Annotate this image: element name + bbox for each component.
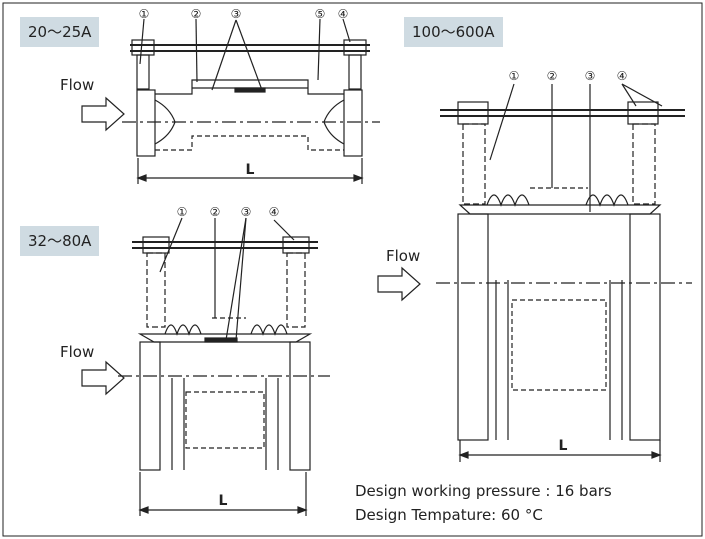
length-label-large: L bbox=[559, 438, 568, 454]
bolt-post-right bbox=[348, 54, 362, 90]
callout-2-small: ② bbox=[191, 7, 202, 21]
bolt-post-left bbox=[146, 252, 166, 328]
bolt-post-right bbox=[286, 252, 306, 328]
nut-left bbox=[457, 101, 489, 125]
drawing-100-600a bbox=[436, 83, 692, 462]
bolt-post-left bbox=[462, 123, 486, 205]
bellows-top bbox=[164, 324, 288, 336]
callout-2-large: ② bbox=[547, 69, 558, 83]
flange-left bbox=[457, 213, 489, 441]
nut-right bbox=[627, 101, 659, 125]
drawing-20-25a bbox=[122, 18, 380, 184]
flow-arrow-1 bbox=[81, 96, 125, 132]
callout-3-large: ③ bbox=[585, 69, 596, 83]
flow-arrow-2 bbox=[81, 360, 125, 396]
callout-1-mid: ① bbox=[177, 205, 188, 219]
length-label-mid: L bbox=[219, 493, 228, 509]
callout-4-large: ④ bbox=[617, 69, 628, 83]
nut-right bbox=[282, 236, 310, 254]
callout-2-mid: ② bbox=[210, 205, 221, 219]
callout-3-small: ③ bbox=[231, 7, 242, 21]
bellows-top bbox=[486, 194, 629, 207]
flow-label-1: Flow bbox=[60, 76, 95, 94]
body-top bbox=[155, 79, 344, 95]
flange-right bbox=[343, 89, 363, 157]
flow-arrow-3 bbox=[377, 266, 421, 302]
flow-label-3: Flow bbox=[386, 247, 421, 265]
length-label-small: L bbox=[246, 162, 255, 178]
nut-right bbox=[343, 39, 367, 56]
flange-right bbox=[629, 213, 661, 441]
callout-1-small: ① bbox=[139, 7, 150, 21]
callout-1-large: ① bbox=[509, 69, 520, 83]
nut-left bbox=[142, 236, 170, 254]
cover bbox=[458, 204, 662, 215]
flange-right bbox=[289, 341, 311, 471]
design-pressure: Design working pressure : 16 bars bbox=[355, 482, 612, 500]
flange-left bbox=[136, 89, 156, 157]
nut-left bbox=[131, 39, 155, 56]
bolt-post-right bbox=[632, 123, 656, 205]
flow-label-2: Flow bbox=[60, 343, 95, 361]
callout-3-mid: ③ bbox=[241, 205, 252, 219]
flange-left bbox=[139, 341, 161, 471]
callout-4-mid: ④ bbox=[269, 205, 280, 219]
design-temperature: Design Tempature: 60 °C bbox=[355, 506, 543, 524]
size-tag-100-600a: 100～600A bbox=[404, 17, 503, 47]
size-tag-20-25a: 20～25A bbox=[20, 17, 100, 47]
size-tag-32-80a: 32～80A bbox=[20, 226, 100, 256]
drawing-32-80a bbox=[118, 217, 330, 516]
bolt-post-left bbox=[136, 54, 150, 90]
callout-5-small: ⑤ bbox=[315, 7, 326, 21]
callout-4-small: ④ bbox=[338, 7, 349, 21]
